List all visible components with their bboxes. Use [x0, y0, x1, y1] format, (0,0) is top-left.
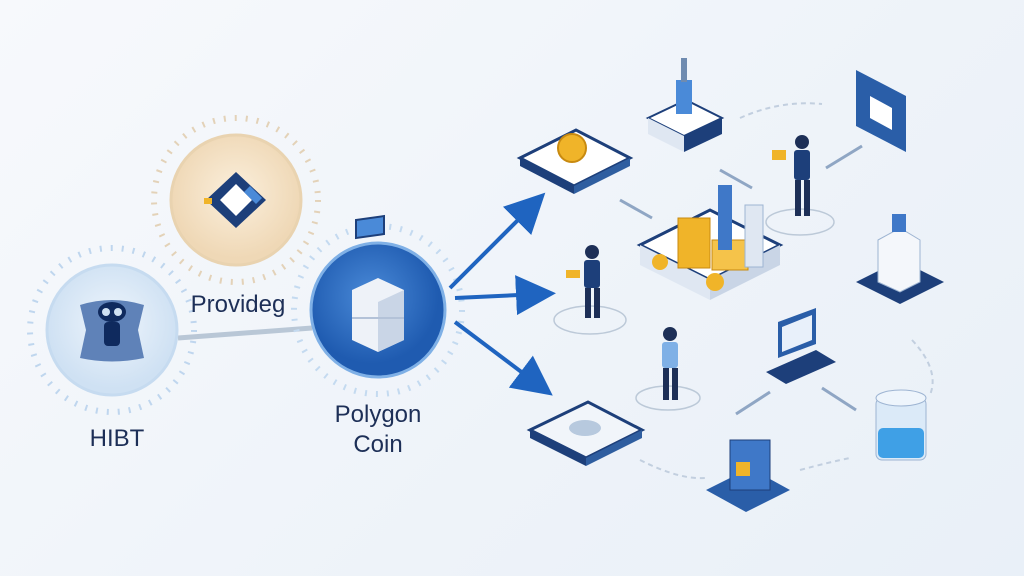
lab-device — [645, 58, 725, 152]
provider-node — [151, 115, 321, 285]
person-2 — [765, 135, 835, 236]
person-3 — [635, 327, 701, 411]
liquid-jar — [875, 389, 927, 461]
laptop — [766, 308, 836, 384]
chip-icon — [204, 172, 266, 228]
robot-icon — [80, 300, 144, 362]
terminal — [706, 439, 790, 512]
provider-label: Provideg — [190, 291, 286, 318]
person-1 — [553, 245, 627, 335]
document-panel — [856, 70, 906, 152]
polygon-label-line2: Coin — [353, 431, 403, 458]
wallet-card — [526, 400, 646, 466]
exchange-arrows — [619, 144, 863, 416]
arrow-up — [448, 192, 546, 290]
server-icon — [352, 214, 404, 352]
central-platform — [636, 185, 784, 300]
arrow-right — [454, 275, 556, 316]
polygon-label-line1: Polygon — [334, 401, 422, 428]
database-panel — [856, 214, 944, 304]
hibt-label: HIBT — [89, 425, 145, 452]
polygon-node — [291, 214, 465, 397]
connector-line — [177, 325, 313, 341]
hibt-node — [27, 245, 197, 415]
coin-card — [516, 128, 634, 194]
arrow-down — [453, 320, 553, 396]
